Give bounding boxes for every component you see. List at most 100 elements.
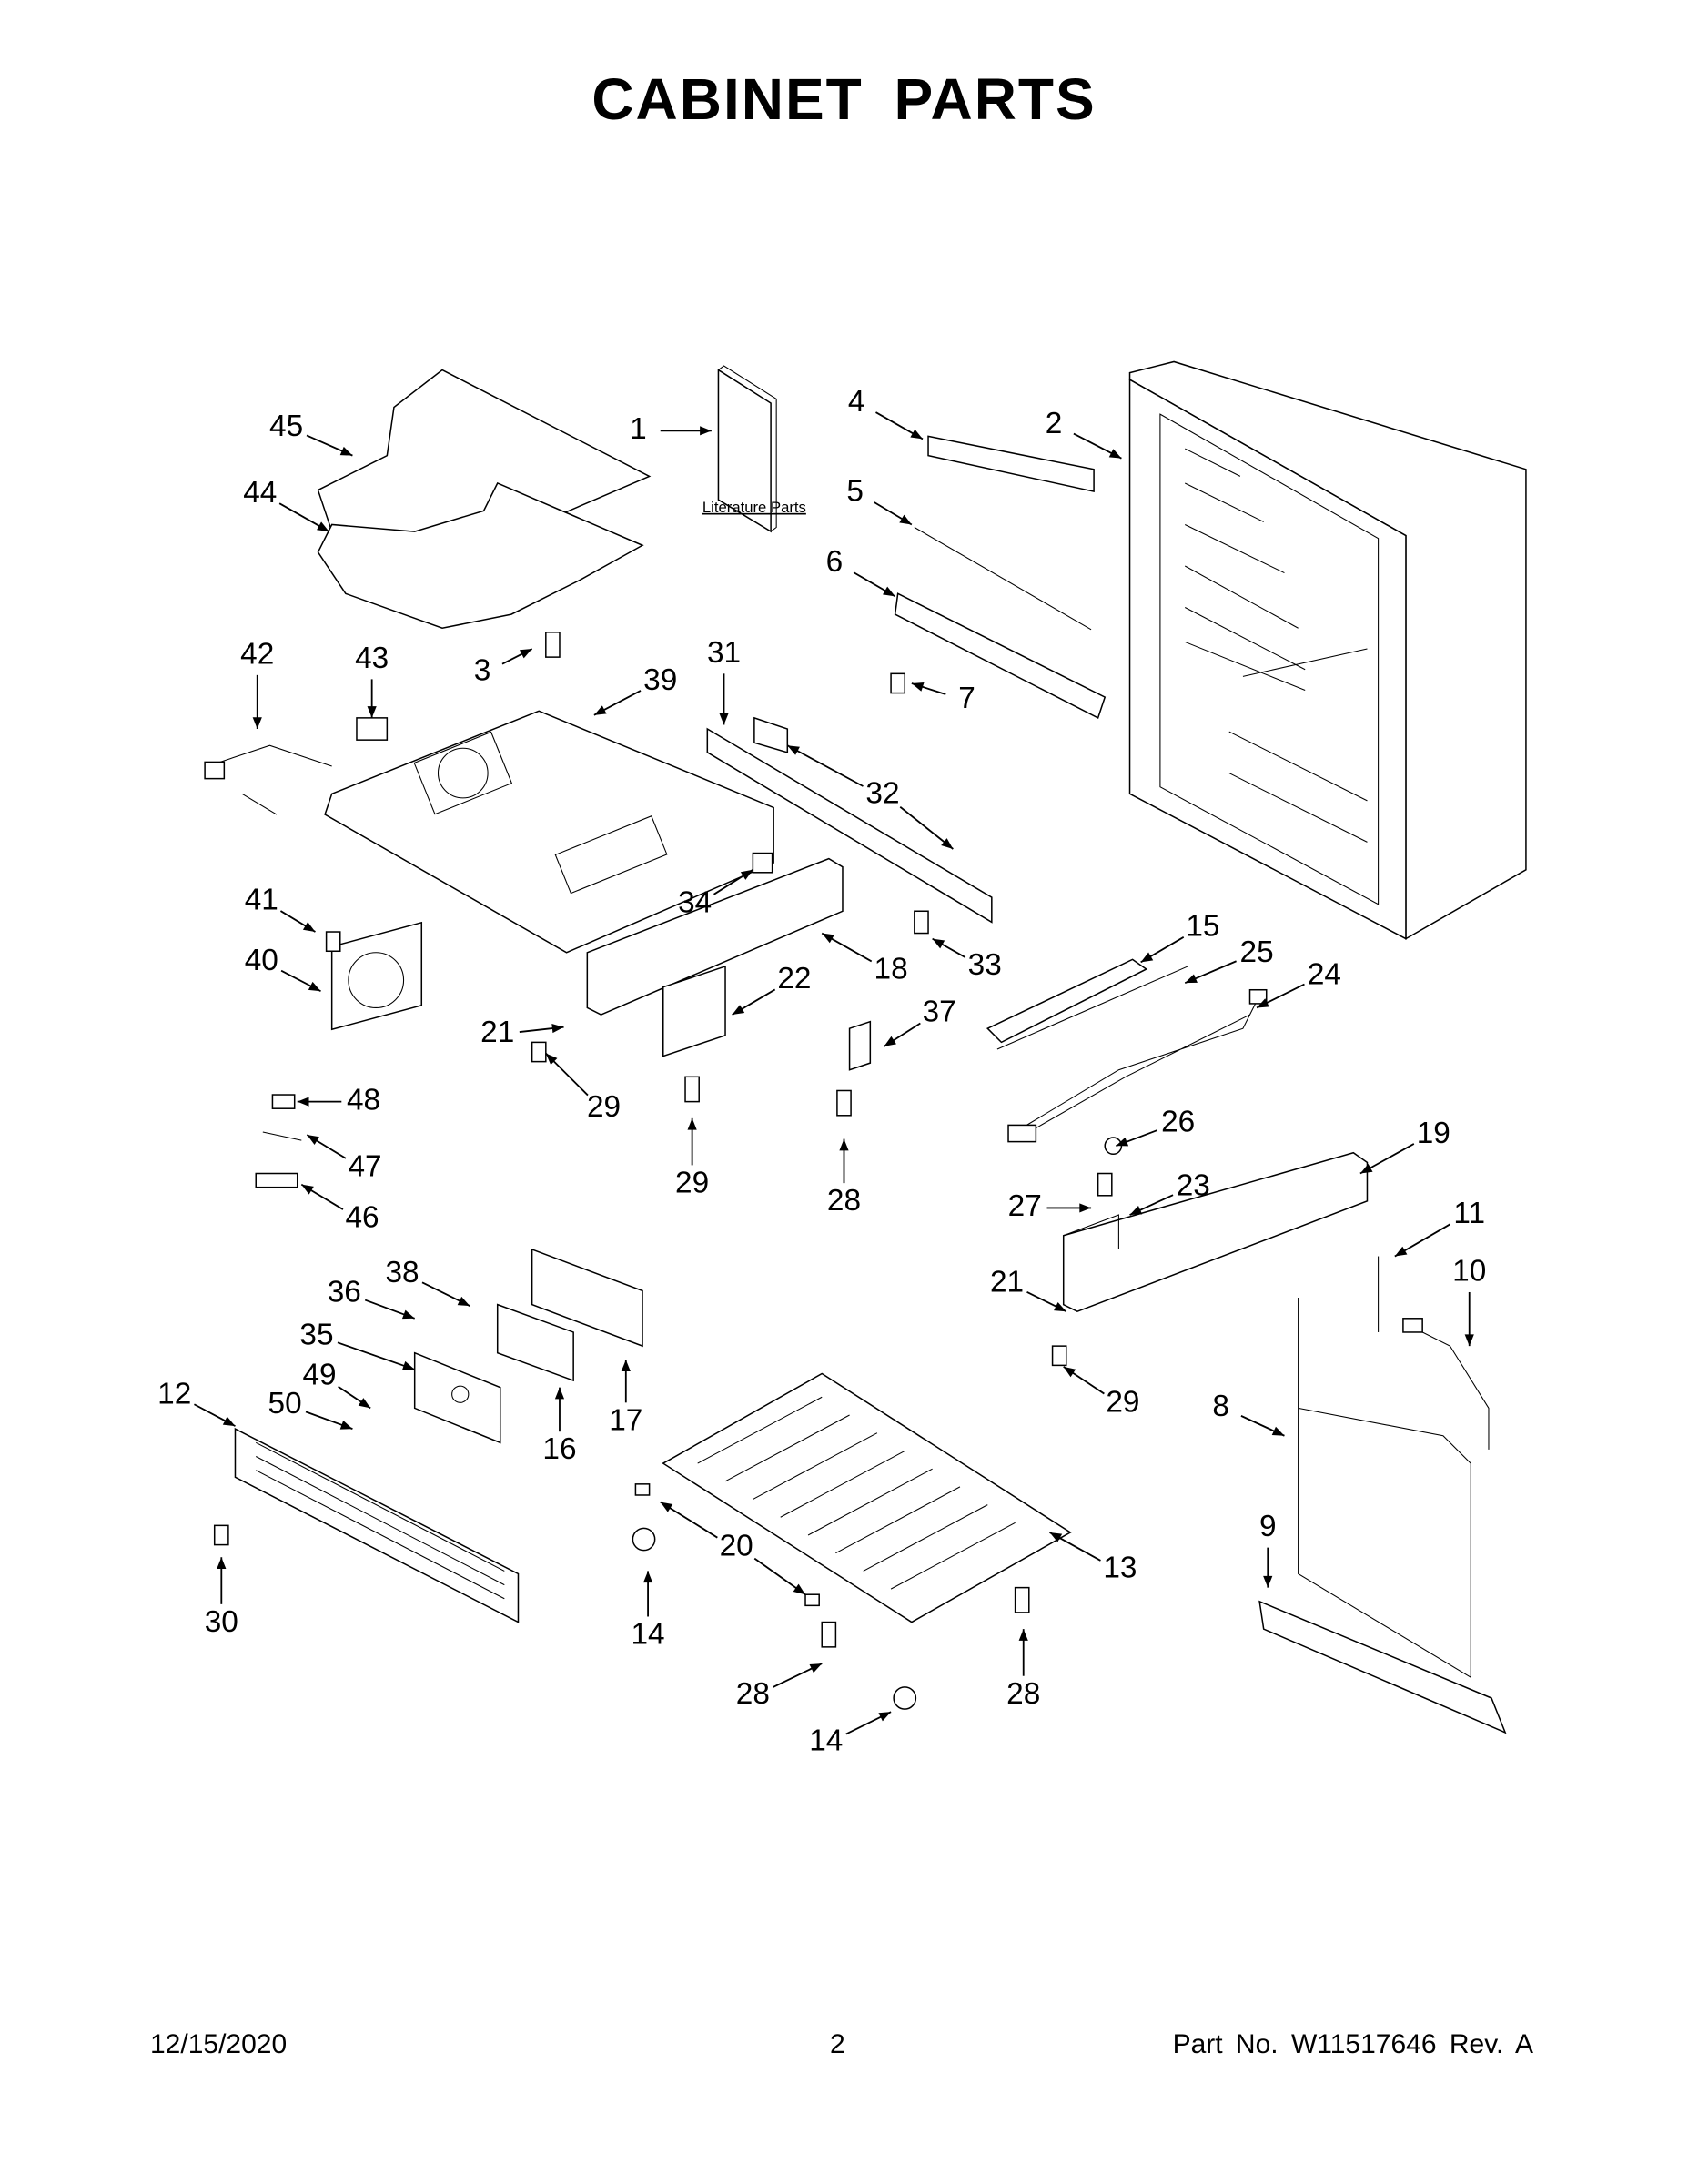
callout-24: 24 bbox=[1308, 957, 1341, 991]
callout-33: 33 bbox=[968, 948, 1002, 982]
cabinet-front bbox=[1128, 378, 1407, 940]
bracket-32 bbox=[753, 716, 789, 753]
callout-46: 46 bbox=[345, 1200, 379, 1234]
leader-arrow bbox=[853, 571, 896, 598]
drain-channel-9 bbox=[1258, 1600, 1507, 1734]
callout-25: 25 bbox=[1240, 935, 1274, 969]
callout-12: 12 bbox=[157, 1378, 191, 1411]
callout-31: 31 bbox=[707, 636, 741, 670]
callout-19: 19 bbox=[1417, 1117, 1450, 1150]
leader-arrow bbox=[278, 502, 330, 532]
cover-35 bbox=[413, 1351, 501, 1444]
control-board-17 bbox=[531, 1248, 643, 1348]
callout-49: 49 bbox=[302, 1358, 336, 1391]
part-drawings: Literature Parts bbox=[204, 360, 1527, 1734]
callout-29: 29 bbox=[587, 1090, 621, 1124]
callout-36: 36 bbox=[328, 1275, 361, 1309]
leader-arrow bbox=[306, 1134, 347, 1159]
leader-arrow bbox=[1026, 1291, 1067, 1313]
leader-arrow bbox=[421, 1281, 470, 1307]
callout-45: 45 bbox=[269, 410, 303, 443]
leader-arrow bbox=[773, 1663, 823, 1688]
leader-arrow bbox=[932, 937, 966, 958]
callout-10: 10 bbox=[1452, 1255, 1486, 1289]
bracket-31 bbox=[706, 727, 993, 924]
leader-arrow bbox=[1063, 1366, 1105, 1395]
callout-1: 1 bbox=[630, 412, 647, 446]
callout-6: 6 bbox=[826, 545, 844, 579]
leader-arrow bbox=[519, 1024, 564, 1034]
leader-arrow bbox=[501, 648, 533, 665]
callout-5: 5 bbox=[846, 474, 864, 508]
callout-23: 23 bbox=[1177, 1168, 1210, 1202]
callout-50: 50 bbox=[268, 1387, 302, 1421]
literature-parts-label: Literature Parts bbox=[702, 499, 806, 516]
callout-37: 37 bbox=[923, 995, 956, 1028]
callout-41: 41 bbox=[245, 883, 278, 916]
callout-40: 40 bbox=[245, 944, 278, 977]
callout-28: 28 bbox=[827, 1184, 861, 1218]
leader-arrow bbox=[884, 1022, 921, 1047]
callout-18: 18 bbox=[874, 952, 908, 986]
leader-arrow bbox=[1129, 1194, 1174, 1216]
leader-arrow bbox=[753, 1557, 806, 1595]
leader-arrow bbox=[306, 434, 353, 457]
leader-arrow bbox=[280, 969, 321, 993]
leader-arrow bbox=[305, 1410, 353, 1431]
callout-29: 29 bbox=[675, 1166, 709, 1199]
leader-arrow bbox=[279, 910, 316, 933]
leader-arrow bbox=[874, 501, 913, 526]
callout-15: 15 bbox=[1186, 909, 1219, 943]
leader-arrow bbox=[1116, 1129, 1158, 1148]
leader-arrow bbox=[593, 690, 642, 716]
leader-arrow bbox=[337, 1341, 415, 1370]
callout-11: 11 bbox=[1453, 1197, 1485, 1230]
callout-21: 21 bbox=[990, 1266, 1024, 1299]
leader-arrow bbox=[1184, 960, 1237, 984]
leader-arrow bbox=[821, 932, 873, 963]
callout-3: 3 bbox=[474, 654, 491, 688]
footer-date: 12/15/2020 bbox=[150, 2029, 288, 2059]
leader-arrow bbox=[1140, 935, 1185, 964]
leader-arrow bbox=[899, 806, 954, 850]
callout-22: 22 bbox=[777, 962, 811, 996]
leader-arrow bbox=[713, 868, 753, 895]
leader-arrow bbox=[194, 1403, 236, 1427]
callout-14: 14 bbox=[632, 1618, 665, 1652]
leader-arrow bbox=[545, 1052, 589, 1097]
duct-15 bbox=[986, 958, 1148, 1044]
callout-28: 28 bbox=[736, 1677, 770, 1711]
callout-17: 17 bbox=[609, 1403, 642, 1437]
callout-44: 44 bbox=[243, 476, 277, 510]
leader-arrow bbox=[1049, 1532, 1101, 1562]
bracket-37 bbox=[848, 1020, 872, 1071]
callout-43: 43 bbox=[355, 642, 389, 675]
machine-compartment-cover bbox=[324, 710, 774, 954]
callout-32: 32 bbox=[865, 777, 899, 811]
callout-21: 21 bbox=[480, 1016, 514, 1049]
callout-42: 42 bbox=[240, 637, 274, 671]
led-strip bbox=[914, 527, 1092, 631]
leader-arrow bbox=[786, 744, 864, 787]
callout-7: 7 bbox=[958, 682, 975, 715]
control-board-16 bbox=[496, 1303, 574, 1382]
callout-47: 47 bbox=[349, 1149, 382, 1183]
callout-28: 28 bbox=[1006, 1677, 1040, 1711]
callout-16: 16 bbox=[542, 1432, 576, 1466]
callout-38: 38 bbox=[385, 1256, 419, 1289]
callout-34: 34 bbox=[678, 885, 712, 919]
callout-48: 48 bbox=[347, 1083, 380, 1117]
leader-arrow bbox=[845, 1711, 892, 1735]
callout-35: 35 bbox=[299, 1318, 333, 1351]
leader-arrow bbox=[1394, 1223, 1450, 1258]
channel-18 bbox=[586, 857, 844, 1016]
footer-page-number: 2 bbox=[830, 2029, 845, 2059]
light-bracket bbox=[894, 592, 1107, 719]
leader-arrow bbox=[732, 988, 776, 1016]
leader-arrow bbox=[660, 1501, 718, 1539]
toe-grille bbox=[234, 1427, 520, 1623]
leader-arrow bbox=[1240, 1415, 1285, 1437]
leader-arrow bbox=[300, 1183, 344, 1210]
callout-14: 14 bbox=[809, 1724, 843, 1757]
callout-20: 20 bbox=[720, 1529, 753, 1562]
